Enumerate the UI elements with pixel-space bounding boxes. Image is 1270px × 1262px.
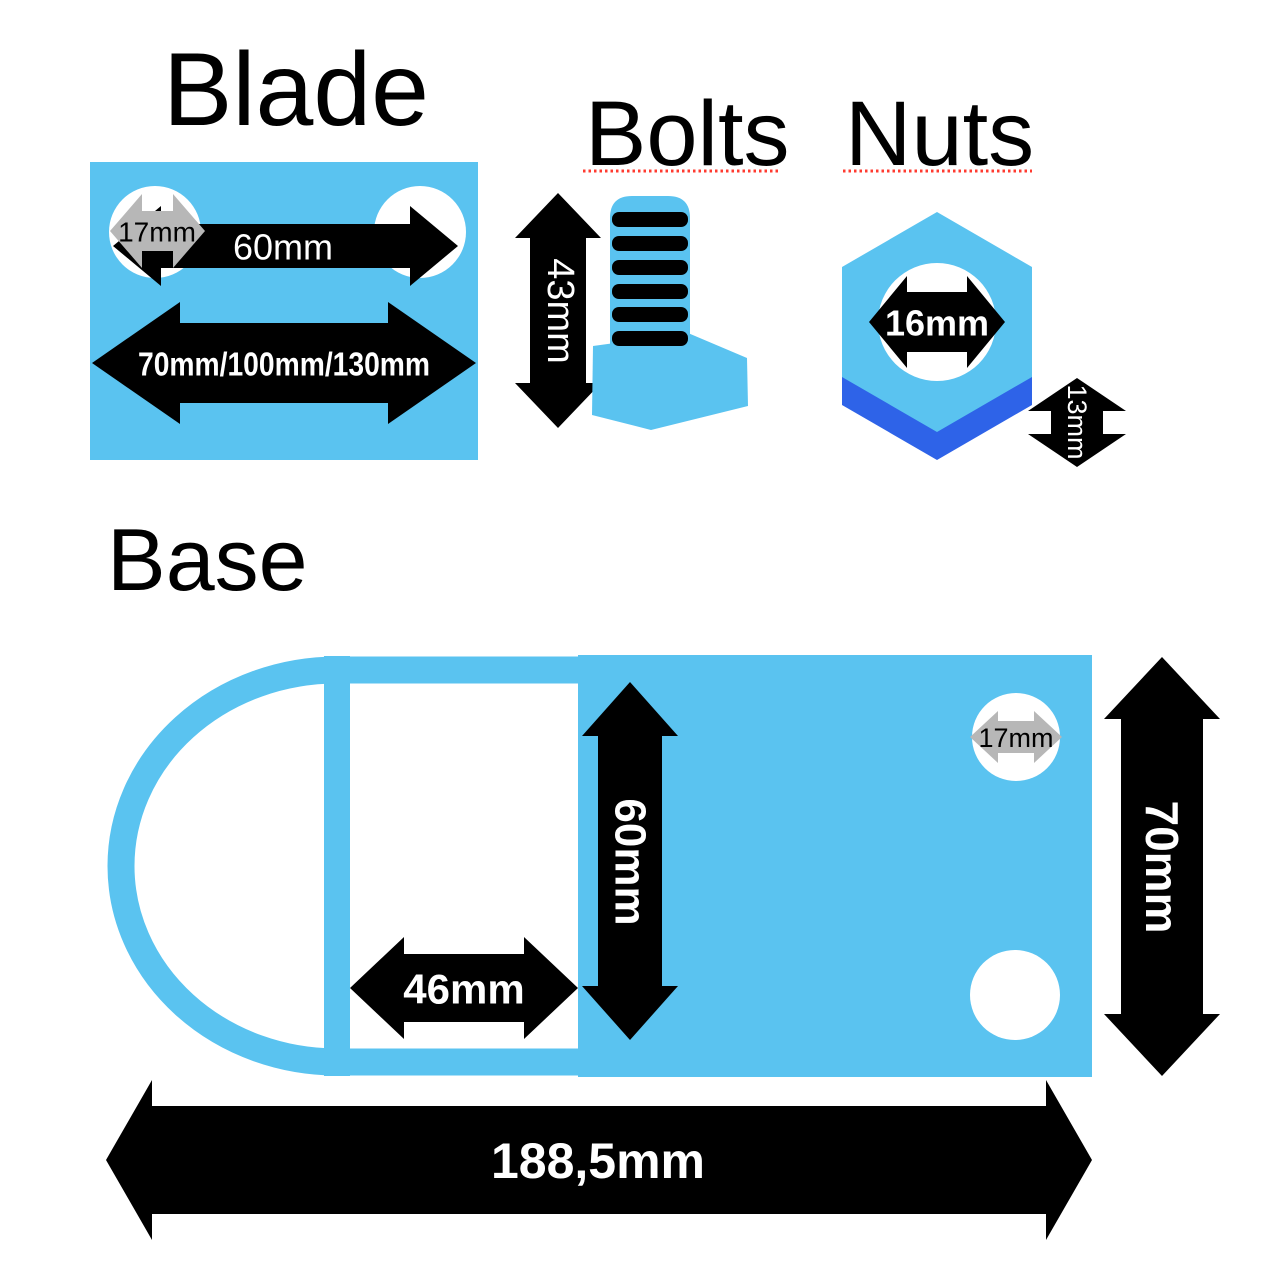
nut-inner-diameter-arrow	[869, 276, 1005, 368]
bolts-title: Bolts	[585, 83, 790, 185]
bolt-thread	[612, 331, 688, 346]
base-length-label: 188,5mm	[491, 1133, 705, 1189]
bolt-length-label: 43mm	[539, 258, 581, 364]
base-slot-width-label: 46mm	[403, 966, 524, 1013]
blade-drawing: 60mm 17mm 70mm/100mm/130mm	[90, 162, 478, 460]
base-length-arrow	[106, 1080, 1092, 1240]
bolt-thread	[612, 284, 688, 299]
blade-title: Blade	[163, 32, 429, 148]
blade-hole-spacing-label: 60mm	[233, 227, 333, 268]
nuts-title: Nuts	[845, 83, 1034, 185]
bolt-shaft	[610, 196, 690, 406]
bolt-length-arrow	[515, 193, 601, 428]
base-slot-height-label: 60mm	[606, 798, 655, 925]
bolt-drawing: 43mm	[515, 193, 748, 430]
base-slot-height-arrow	[582, 682, 678, 1040]
bolt-thread	[612, 307, 688, 322]
bolt-thread	[612, 236, 688, 251]
nut-inner-diameter-label: 16mm	[885, 303, 989, 344]
blade-length-arrow	[92, 302, 476, 424]
bolt-thread	[612, 260, 688, 275]
base-drawing: 17mm 60mm 46mm 70mm 188,5mm	[106, 655, 1220, 1240]
base-hole-bottom	[970, 950, 1060, 1040]
base-title: Base	[107, 510, 308, 609]
blade-hole-diameter-arrow	[110, 194, 205, 268]
base-rounded-outline	[107, 656, 578, 1076]
base-hole-diameter-arrow	[970, 711, 1062, 763]
base-height-arrow	[1104, 657, 1220, 1076]
blade-hole-diameter-label: 17mm	[118, 217, 196, 248]
nut-thickness-arrow	[1028, 378, 1126, 467]
base-chord-bar	[324, 656, 350, 1076]
nut-drawing: 16mm 13mm	[842, 212, 1126, 467]
bolt-thread	[612, 212, 688, 227]
base-height-label: 70mm	[1136, 801, 1188, 934]
base-slot-width-arrow	[350, 937, 578, 1039]
base-hole-diameter-label: 17mm	[978, 723, 1053, 753]
blade-length-label: 70mm/100mm/130mm	[138, 346, 430, 383]
nut-thickness-label: 13mm	[1062, 384, 1092, 459]
